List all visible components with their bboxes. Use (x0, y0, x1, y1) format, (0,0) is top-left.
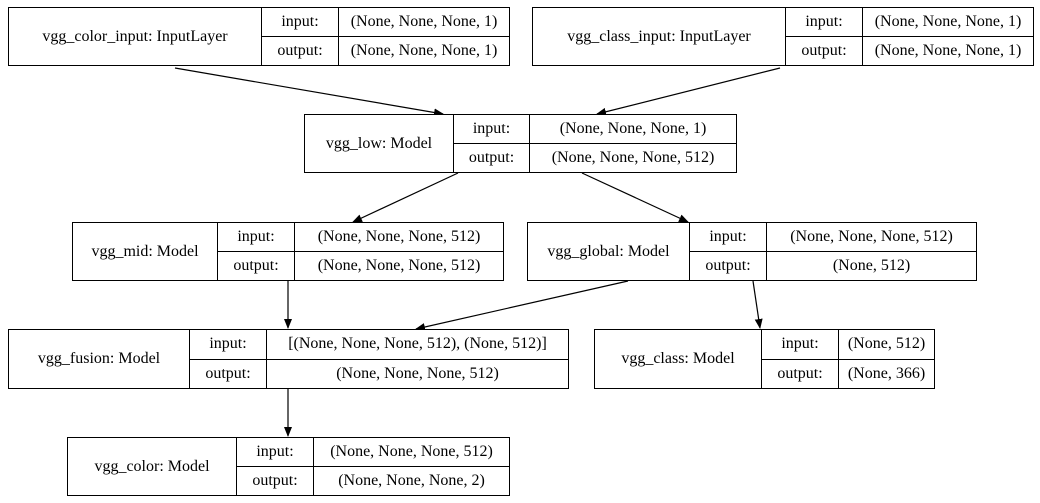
input-label: input: (454, 115, 529, 144)
input-shape: (None, None, None, 512) (767, 223, 976, 252)
input-shape: (None, None, None, 1) (863, 8, 1033, 37)
io-values: (None, None, None, 1) (None, None, None,… (863, 8, 1033, 65)
io-labels: input: output: (218, 223, 295, 280)
node-name: vgg_global: Model (528, 223, 690, 280)
node-name: vgg_fusion: Model (9, 330, 190, 388)
io-labels: input: output: (190, 330, 267, 388)
node-name: vgg_color_input: InputLayer (9, 8, 262, 65)
node-vgg-low: vgg_low: Model input: output: (None, Non… (304, 114, 737, 173)
output-shape: (None, 366) (847, 364, 926, 382)
input-label: input: (237, 438, 313, 467)
output-shape: (None, None, None, 512) (317, 257, 481, 274)
io-values: (None, None, None, 512) (None, 512) (767, 223, 976, 280)
io-labels: input: output: (690, 223, 767, 280)
node-vgg-color: vgg_color: Model input: output: (None, N… (67, 437, 510, 496)
node-vgg-class: vgg_class: Model input: output: (None, 5… (594, 329, 935, 389)
io-values: (None, None, None, 512) (None, None, Non… (314, 438, 509, 495)
node-vgg-color-input: vgg_color_input: InputLayer input: outpu… (8, 7, 510, 66)
input-label: input: (690, 223, 766, 252)
edge-vgg_low-to-vgg_mid (352, 172, 459, 223)
node-vgg-fusion: vgg_fusion: Model input: output: [(None,… (8, 329, 569, 389)
io-values: (None, None, None, 1) (None, None, None,… (530, 115, 736, 172)
output-label: output: (233, 257, 279, 274)
io-labels: input: output: (454, 115, 530, 172)
input-shape: (None, 512) (839, 330, 934, 360)
edge-vgg_global-to-vgg_class (752, 280, 763, 329)
edge-vgg_global-to-vgg_fusion (415, 280, 629, 331)
output-label: output: (777, 364, 823, 382)
output-shape: (None, 512) (832, 257, 911, 274)
io-values: (None, 512) (None, 366) (839, 330, 934, 388)
input-shape: (None, None, None, 512) (314, 438, 509, 467)
output-shape: (None, None, None, 512) (336, 364, 499, 382)
output-shape: (None, None, None, 1) (874, 42, 1022, 59)
input-shape: (None, None, None, 512) (295, 223, 503, 252)
node-name: vgg_low: Model (305, 115, 454, 172)
node-vgg-global: vgg_global: Model input: output: (None, … (527, 222, 977, 281)
io-labels: input: output: (262, 8, 339, 65)
output-shape: (None, None, None, 512) (551, 149, 715, 166)
node-name: vgg_color: Model (68, 438, 237, 495)
node-name: vgg_class: Model (595, 330, 762, 388)
io-values: (None, None, None, 1) (None, None, None,… (339, 8, 509, 65)
io-labels: input: output: (786, 8, 863, 65)
input-shape: [(None, None, None, 512), (None, 512)] (267, 330, 568, 360)
output-label: output: (468, 149, 515, 166)
edge-vgg_class_input-to-vgg_low (596, 67, 781, 116)
input-label: input: (190, 330, 266, 360)
input-label: input: (262, 8, 338, 37)
edge-vgg_low-to-vgg_global (581, 172, 689, 223)
output-label: output: (801, 42, 847, 59)
io-labels: input: output: (237, 438, 314, 495)
output-label: output: (705, 257, 751, 274)
node-name: vgg_class_input: InputLayer (533, 8, 786, 65)
io-values: (None, None, None, 512) (None, None, Non… (295, 223, 503, 280)
input-shape: (None, None, None, 1) (530, 115, 736, 144)
output-label: output: (205, 364, 251, 382)
node-name: vgg_mid: Model (73, 223, 218, 280)
output-shape: (None, None, None, 2) (338, 472, 485, 489)
input-shape: (None, None, None, 1) (339, 8, 509, 37)
output-shape: (None, None, None, 1) (350, 42, 498, 59)
node-vgg-class-input: vgg_class_input: InputLayer input: outpu… (532, 7, 1034, 66)
output-label: output: (277, 42, 323, 59)
io-values: [(None, None, None, 512), (None, 512)] (… (267, 330, 568, 388)
io-labels: input: output: (762, 330, 839, 388)
input-label: input: (786, 8, 862, 37)
node-vgg-mid: vgg_mid: Model input: output: (None, Non… (72, 222, 504, 281)
edge-vgg_color_input-to-vgg_low (174, 67, 444, 117)
input-label: input: (218, 223, 294, 252)
output-label: output: (252, 472, 298, 489)
input-label: input: (762, 330, 838, 360)
